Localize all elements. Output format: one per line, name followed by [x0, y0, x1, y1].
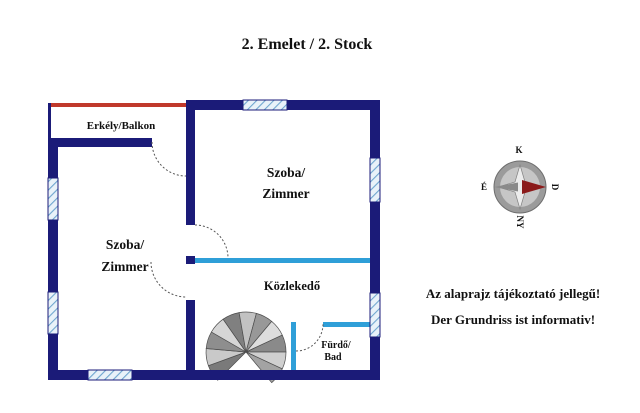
wall-balcony-bottom	[48, 138, 152, 147]
page-title: 2. Emelet / 2. Stock	[242, 36, 373, 53]
balcony-left-edge	[48, 103, 51, 142]
compass-rose: K É D NY	[481, 145, 560, 229]
wall-interior-vertical-lower	[186, 300, 195, 380]
label-room-left-line1: Szoba/	[106, 237, 145, 252]
compass-needle-icon	[522, 180, 546, 194]
door-arc-balcony	[151, 141, 187, 177]
compass-needle-tail-icon	[494, 182, 518, 192]
door-arc-room-left	[150, 261, 187, 298]
label-bathroom-line2: Bad	[324, 352, 342, 363]
window-top	[242, 99, 288, 111]
interior-walls-light	[195, 258, 370, 370]
door-arcs	[150, 141, 324, 352]
wall-left	[48, 138, 58, 380]
disclaimer-line1: Az alaprajz tájékoztató jellegű!	[426, 286, 600, 301]
window-left-lower	[47, 291, 59, 335]
interior-wall-hallway	[195, 258, 370, 263]
wall-interior-vertical-upper	[186, 100, 195, 225]
balcony-edge-line	[48, 103, 190, 107]
compass-label-right: D	[550, 184, 560, 191]
windows	[47, 99, 381, 381]
compass-label-left: É	[481, 182, 487, 192]
window-left-upper	[47, 177, 59, 221]
spiral-staircase	[205, 311, 287, 384]
disclaimer-line2: Der Grundriss ist informativ!	[431, 312, 595, 327]
label-room-right-line1: Szoba/	[267, 165, 306, 180]
wall-interior-vertical-stub	[186, 256, 195, 264]
label-room-right-line2: Zimmer	[262, 186, 309, 201]
interior-wall-bath-top	[323, 322, 370, 327]
window-right-lower	[369, 292, 381, 338]
window-bottom	[87, 369, 133, 381]
door-arc-room-right	[194, 224, 229, 259]
window-right-upper	[369, 157, 381, 203]
wall-bottom	[48, 370, 380, 380]
label-hallway: Közlekedő	[264, 279, 320, 293]
label-balcony: Erkély/Balkon	[87, 120, 155, 132]
door-arc-bathroom	[295, 323, 324, 352]
label-room-left-line2: Zimmer	[101, 259, 148, 274]
label-bathroom-line1: Fürdő/	[321, 340, 351, 351]
interior-wall-bath-left	[291, 322, 296, 370]
wall-right	[370, 100, 380, 380]
compass-label-top: K	[515, 145, 522, 155]
compass-label-bottom: NY	[515, 216, 525, 229]
